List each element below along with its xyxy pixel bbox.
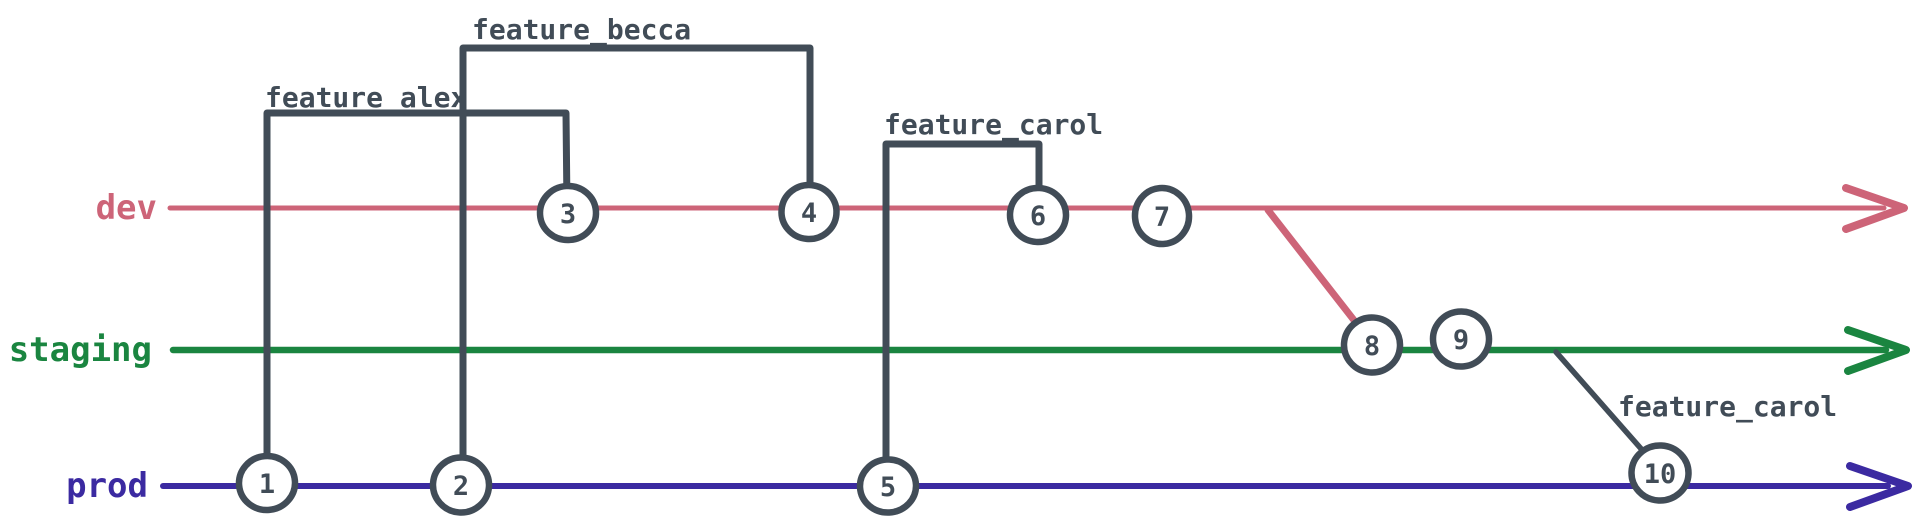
commit-node-2: 2	[429, 454, 493, 516]
commit-label-10: 10	[1644, 459, 1677, 490]
prod-arrowhead-icon	[1846, 462, 1912, 511]
commit-label-4: 4	[801, 198, 817, 229]
commit-circle-4	[778, 181, 840, 243]
commit-node-10: 10	[1628, 442, 1692, 504]
commit-node-3: 3	[536, 182, 600, 244]
commit-circle-2	[429, 454, 493, 516]
commit-label-9: 9	[1453, 325, 1469, 356]
feature-carol-path	[882, 140, 1043, 486]
commit-node-9: 9	[1429, 308, 1493, 370]
commit-circle-5	[856, 456, 920, 516]
commit-label-3: 3	[560, 199, 576, 230]
branch-label-prod: prod	[66, 466, 148, 506]
commit-label-2: 2	[453, 471, 469, 502]
feature-carol-label: feature_carol	[884, 108, 1103, 141]
commit-label-6: 6	[1030, 201, 1046, 232]
staging-arrowhead-icon	[1844, 326, 1910, 375]
commit-label-7: 7	[1154, 202, 1170, 233]
commit-node-5: 5	[856, 456, 920, 516]
branch-label-staging: staging	[9, 330, 152, 370]
commit-circle-7	[1131, 184, 1193, 248]
branch-label-dev: dev	[96, 188, 157, 228]
commit-node-6: 6	[1006, 184, 1070, 246]
branch-staging: staging	[9, 326, 1910, 375]
feature-alex-path	[263, 109, 571, 485]
commit-label-1: 1	[259, 469, 275, 500]
dev-arrowhead-icon	[1842, 184, 1908, 233]
commit-circle-8	[1340, 314, 1404, 376]
commit-circle-9	[1429, 308, 1493, 370]
commit-circle-6	[1006, 184, 1070, 246]
feature-carol-label-2: feature_carol	[1618, 390, 1837, 423]
feature-becca-label: feature_becca	[472, 13, 691, 46]
commit-node-8: 8	[1340, 314, 1404, 376]
commit-label-8: 8	[1364, 331, 1380, 362]
feature-alex-label: feature_alex	[265, 81, 467, 114]
commit-circle-3	[536, 182, 600, 244]
commit-node-4: 4	[778, 181, 840, 243]
commit-node-7: 7	[1131, 184, 1193, 248]
commit-label-5: 5	[880, 472, 896, 503]
commit-node-1: 1	[235, 452, 299, 514]
commit-circle-1	[235, 452, 299, 514]
branch-dev: dev	[96, 184, 1908, 233]
commit-circle-10	[1628, 442, 1692, 504]
feature-becca-path	[459, 44, 814, 485]
